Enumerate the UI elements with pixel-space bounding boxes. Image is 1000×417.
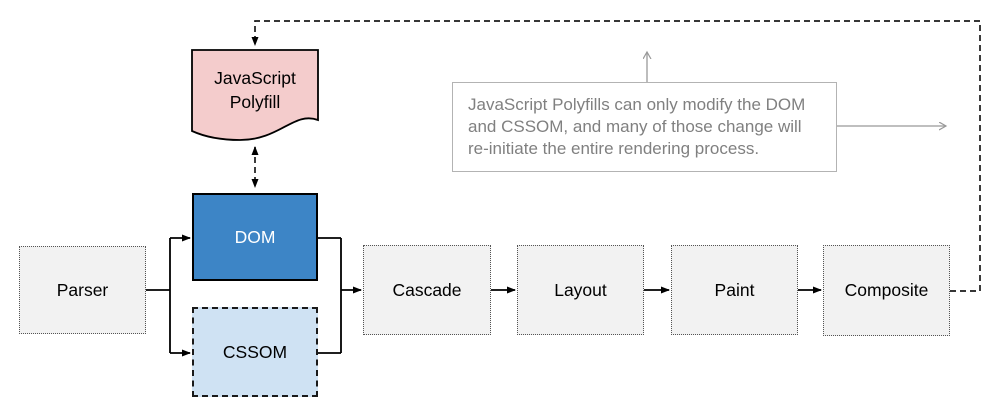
node-parser-label: Parser (56, 279, 109, 300)
polyfill-label-line2: Polyfill (229, 92, 281, 112)
annotation-line-2: and CSSOM, and many of those change will (468, 117, 802, 136)
node-cascade-label: Cascade (392, 279, 462, 300)
node-layout: Layout (517, 245, 644, 335)
node-paint-label: Paint (714, 279, 755, 300)
node-dom: DOM (192, 193, 318, 281)
feedback-loop-connector (251, 20, 981, 292)
polyfill-label-line1: JavaScript (214, 68, 296, 88)
annotation-line-3: re-initiate the entire rendering process… (468, 139, 760, 158)
node-cssom: CSSOM (192, 307, 318, 397)
node-composite: Composite (823, 245, 950, 336)
pipeline-connectors (146, 234, 822, 357)
node-cascade: Cascade (363, 245, 491, 335)
node-cssom-label: CSSOM (222, 341, 288, 362)
node-parser: Parser (19, 246, 146, 334)
node-composite-label: Composite (844, 280, 929, 300)
node-dom-label: DOM (234, 226, 276, 247)
annotation-line-1: JavaScript Polyfills can only modify the… (468, 95, 806, 114)
polyfill-document-shape (191, 49, 319, 141)
annotation-pointer-arrows (647, 52, 946, 126)
node-layout-label: Layout (554, 279, 607, 300)
node-paint: Paint (671, 245, 798, 335)
node-javascript-polyfill: JavaScript Polyfill (192, 54, 318, 126)
annotation-callout: JavaScript Polyfills can only modify the… (452, 82, 837, 172)
